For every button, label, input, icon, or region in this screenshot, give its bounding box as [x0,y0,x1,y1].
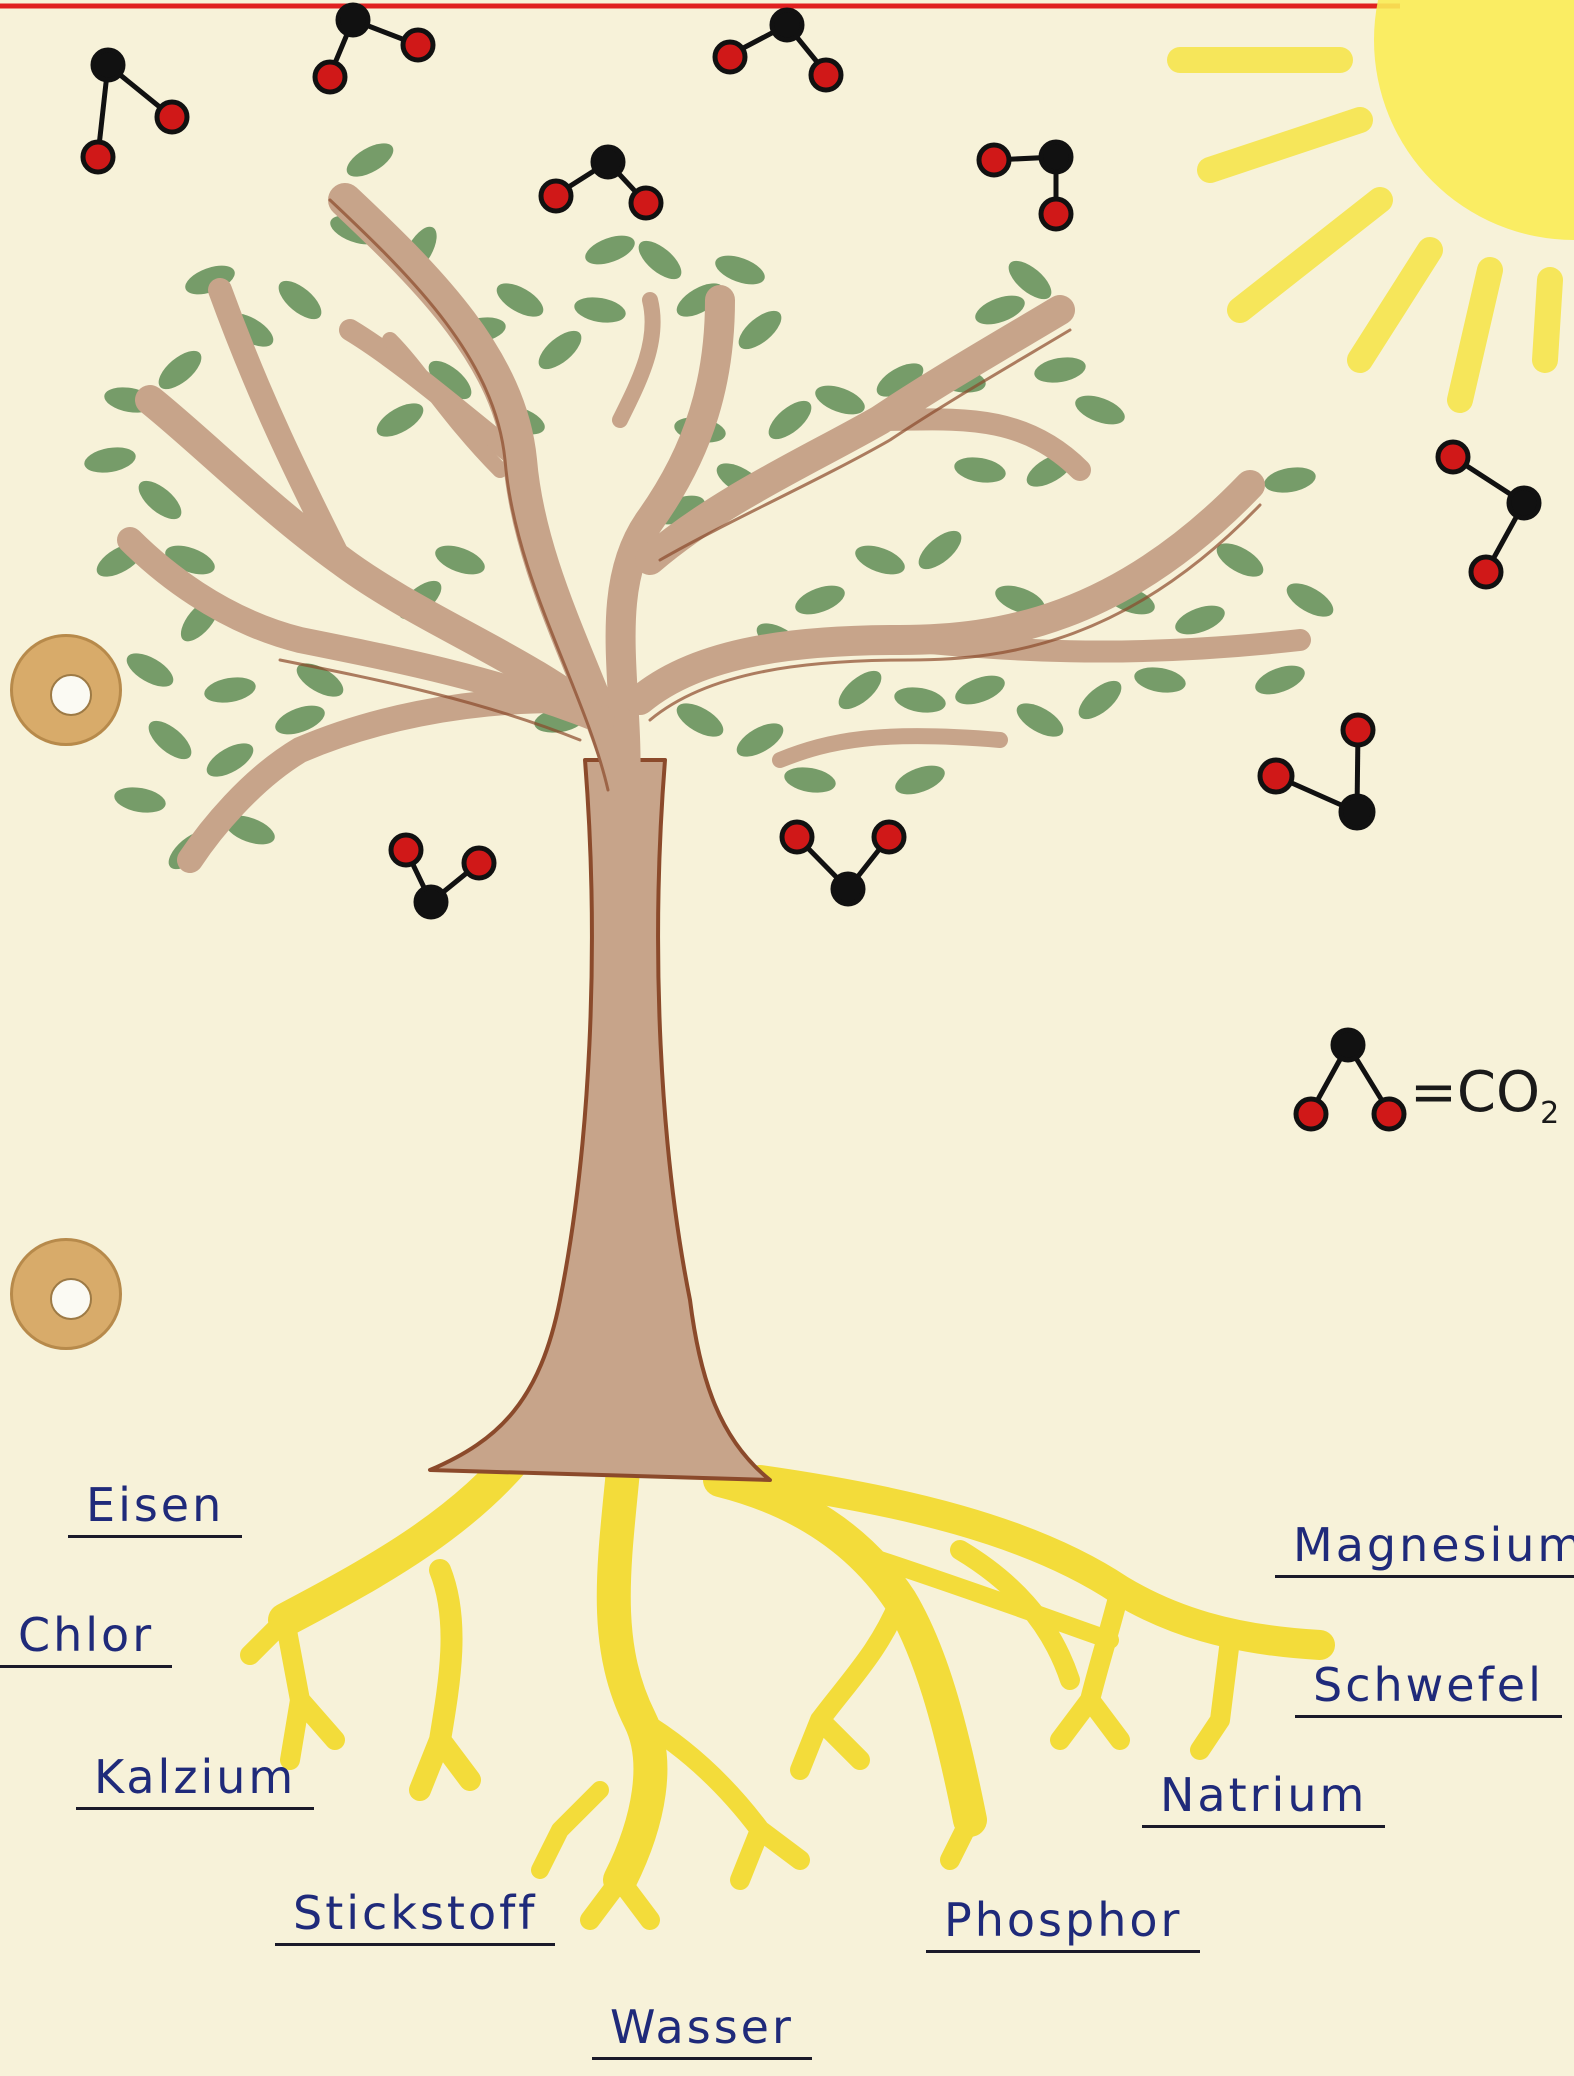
co2-molecule [315,5,433,92]
co2-molecule [83,50,187,172]
sun [1180,0,1574,400]
co2-molecule [1260,715,1373,828]
leaf [532,324,587,376]
leaf [112,784,167,817]
leaf [341,137,398,184]
label-chlor: Chlor [0,1610,172,1668]
roots [250,1440,1320,1920]
label-magnesium: Magnesium [1275,1520,1574,1578]
leaf [912,524,967,576]
co2-molecule [979,142,1071,229]
leaf [581,230,638,270]
co2-molecule [782,822,904,904]
leaf [732,304,787,356]
punch-hole [10,634,122,746]
leaf [121,647,178,694]
leaf [491,277,548,324]
label-schwefel: Schwefel [1295,1660,1562,1718]
leaf [632,234,687,286]
leaf [1132,664,1187,697]
leaf [832,664,887,716]
label-natrium: Natrium [1142,1770,1385,1828]
leaf [1251,660,1308,700]
leaf [791,580,848,620]
leaf [891,760,948,800]
leaf [711,250,768,290]
leaf [132,474,187,526]
punch-hole [10,1238,122,1350]
label-phosphor: Phosphor [926,1895,1200,1953]
leaf [1262,464,1317,497]
co2-molecule [1438,442,1539,587]
leaf [762,394,817,446]
leaf [892,684,947,717]
leaf [951,670,1008,710]
leaf [1032,354,1087,387]
leaf [371,397,428,444]
leaf [782,764,837,797]
co2-legend-text: =CO [1410,1060,1540,1125]
leaf [952,454,1007,487]
label-eisen: Eisen [68,1480,242,1538]
leaf [572,294,627,327]
leaf [82,444,137,477]
leaf [272,274,327,326]
co2-molecules [83,5,1539,1129]
leaf [1171,600,1228,640]
label-kalzium: Kalzium [76,1752,314,1810]
label-wasser: Wasser [592,2002,812,2060]
co2-molecule [715,10,841,90]
co2-legend: =CO2 [1410,1060,1559,1131]
co2-legend-subscript: 2 [1540,1096,1559,1131]
leaf [142,714,197,766]
leaf [1281,577,1338,624]
leaf [1071,390,1128,430]
leaf [851,540,908,580]
leaf [671,697,728,744]
leaf [202,674,257,707]
legend-co2-molecule [1296,1030,1404,1129]
leaf [1011,697,1068,744]
co2-molecule [541,147,661,218]
co2-molecule [391,835,494,917]
leaf [431,540,488,580]
label-stickstoff: Stickstoff [275,1888,555,1946]
leaf [152,344,207,396]
leaf [1072,674,1127,726]
